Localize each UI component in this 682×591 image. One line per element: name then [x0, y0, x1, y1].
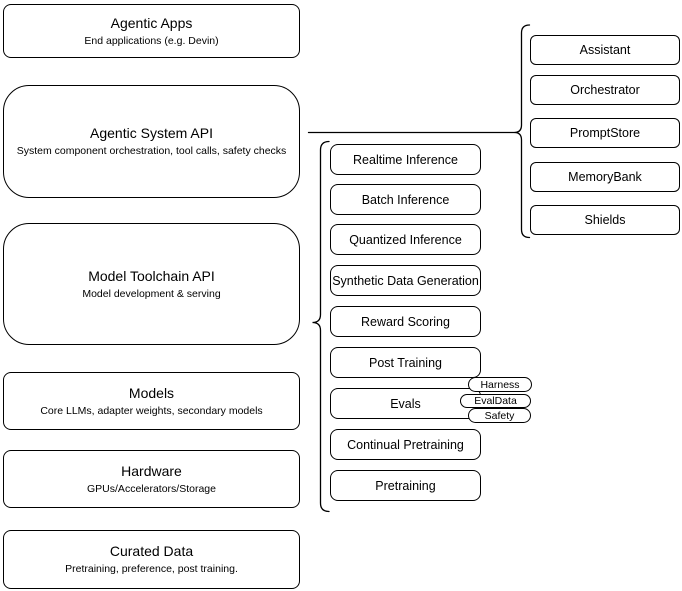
toolchain-label: Evals [390, 396, 421, 411]
layer-box-hardware: Hardware GPUs/Accelerators/Storage [3, 450, 300, 508]
toolchain-box-reward-scoring: Reward Scoring [330, 306, 481, 337]
system-components-brace [514, 24, 531, 239]
evals-tag-label: EvalData [474, 395, 517, 407]
evals-tag-safety: Safety [468, 408, 531, 423]
evals-tag-label: Harness [480, 378, 520, 391]
layer-title: Hardware [121, 462, 182, 479]
layer-subtitle: End applications (e.g. Devin) [84, 34, 219, 47]
layer-subtitle: Core LLMs, adapter weights, secondary mo… [40, 404, 263, 417]
toolchain-box-synthetic-data-generation: Synthetic Data Generation [330, 265, 481, 296]
component-box-assistant: Assistant [530, 35, 680, 65]
layer-subtitle: Pretraining, preference, post training. [65, 563, 238, 575]
toolchain-label: Realtime Inference [353, 152, 458, 167]
toolchain-label: Quantized Inference [349, 232, 462, 247]
toolchain-label: Continual Pretraining [347, 437, 464, 452]
component-label: Assistant [579, 43, 631, 57]
toolchain-label: Batch Inference [361, 192, 450, 207]
toolchain-label: Reward Scoring [361, 314, 450, 329]
toolchain-box-post-training: Post Training [330, 347, 481, 378]
toolchain-box-evals: Evals [330, 388, 481, 419]
layer-subtitle: GPUs/Accelerators/Storage [87, 482, 216, 495]
component-box-promptstore: PromptStore [530, 118, 680, 148]
component-box-shields: Shields [530, 205, 680, 235]
component-box-orchestrator: Orchestrator [530, 75, 680, 105]
layer-title: Agentic System API [90, 125, 213, 141]
evals-tag-evaldata: EvalData [460, 394, 531, 408]
evals-tag-label: Safety [484, 409, 515, 422]
layer-title: Model Toolchain API [88, 267, 215, 284]
layer-subtitle: System component orchestration, tool cal… [16, 145, 287, 157]
component-label: Shields [584, 213, 626, 227]
layer-box-curated-data: Curated Data Pretraining, preference, po… [3, 530, 300, 589]
toolchain-box-continual-pretraining: Continual Pretraining [330, 429, 481, 460]
layer-box-model-toolchain-api: Model Toolchain API Model development & … [3, 223, 300, 345]
layer-box-agentic-apps: Agentic Apps End applications (e.g. Devi… [3, 4, 300, 58]
component-label: Orchestrator [570, 83, 640, 97]
evals-tag-harness: Harness [468, 377, 532, 392]
toolchain-box-realtime-inference: Realtime Inference [330, 144, 481, 175]
toolchain-box-pretraining: Pretraining [330, 470, 481, 501]
component-box-memorybank: MemoryBank [530, 162, 680, 192]
toolchain-group-brace [312, 140, 330, 513]
layer-title: Models [128, 384, 175, 401]
layer-title: Agentic Apps [110, 14, 193, 31]
layer-title: Curated Data [109, 543, 194, 559]
toolchain-label: Pretraining [375, 478, 436, 493]
toolchain-label: Post Training [369, 355, 442, 370]
component-label: MemoryBank [568, 170, 642, 184]
toolchain-box-batch-inference: Batch Inference [330, 184, 481, 215]
layer-box-models: Models Core LLMs, adapter weights, secon… [3, 372, 300, 430]
layer-box-agentic-system-api: Agentic System API System component orch… [3, 85, 300, 198]
component-label: PromptStore [569, 126, 641, 140]
toolchain-box-quantized-inference: Quantized Inference [330, 224, 481, 255]
toolchain-label: Synthetic Data Generation [332, 273, 479, 288]
layer-subtitle: Model development & serving [82, 287, 221, 300]
